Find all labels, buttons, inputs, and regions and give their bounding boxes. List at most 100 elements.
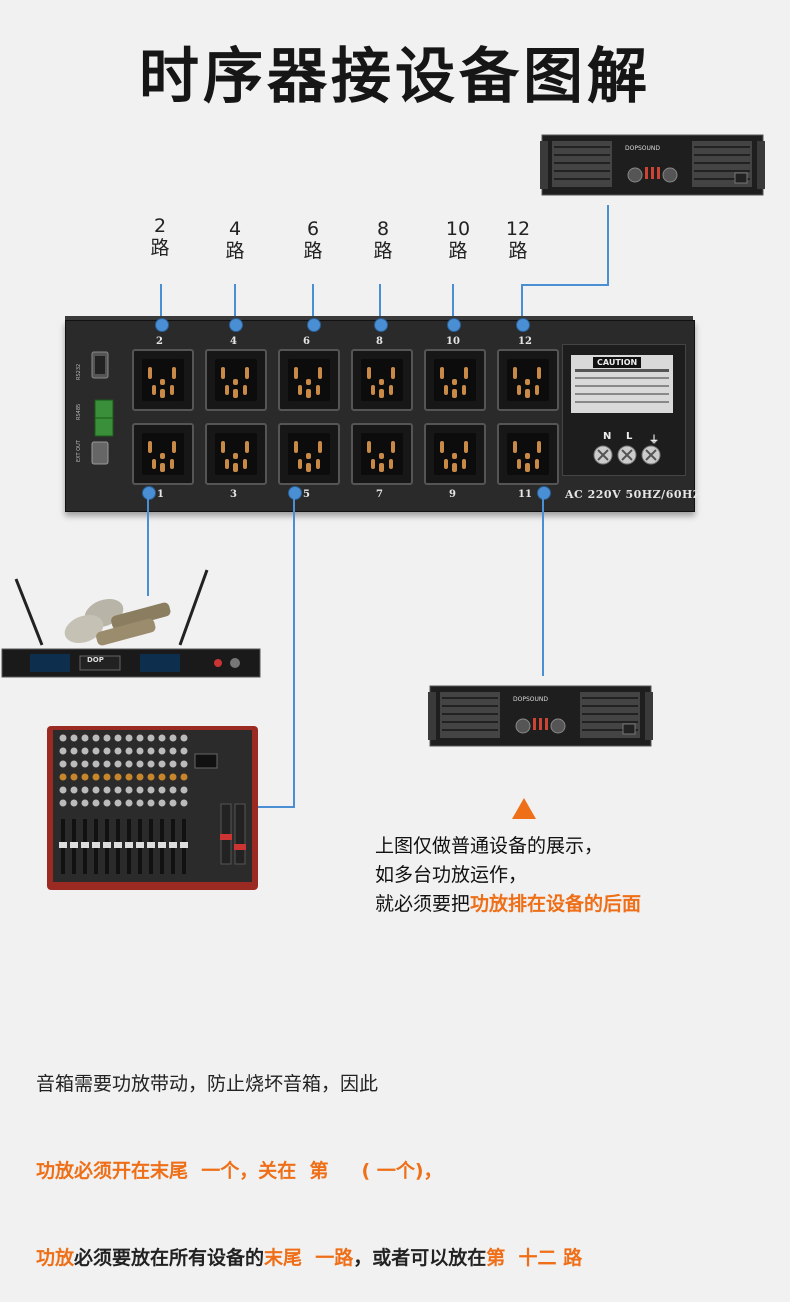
outlet-pin: [371, 459, 375, 469]
bottom-line-3: 功放必须要放在所有设备的末尾 一路，或者可以放在第 十二 路: [36, 1247, 583, 1269]
mixer-fader-handle: [158, 842, 166, 848]
outlet-socket: [351, 349, 413, 411]
outlet-pin: [367, 367, 371, 379]
mixer-fader-handle: [169, 842, 177, 848]
outlet-face: [215, 359, 257, 401]
amp-brand-top: DOPSOUND: [625, 145, 660, 152]
outlet-socket: [278, 349, 340, 411]
mixer-knob: [103, 747, 111, 755]
outlet-face: [288, 359, 330, 401]
outlet-socket: [132, 349, 194, 411]
mixer-knob: [92, 799, 100, 807]
outlet-pin: [525, 453, 530, 459]
mixer-knob: [70, 786, 78, 794]
outlet-pin: [221, 441, 225, 453]
mixer-knob: [147, 799, 155, 807]
mixer-fader-handle: [59, 842, 67, 848]
note-line-1: 上图仅做普通设备的展示，: [375, 835, 604, 857]
outlet-pin: [306, 379, 311, 385]
outlet-pin: [440, 367, 444, 379]
connector-ch11: [542, 496, 544, 676]
mixer-knob: [136, 734, 144, 742]
outlet-pin: [379, 463, 384, 472]
mixer-knob: [136, 799, 144, 807]
terminal-label-ground: ⏚: [649, 435, 659, 446]
panel-num-1: 1: [157, 489, 164, 500]
mixer-knob: [59, 760, 67, 768]
mixer-knob: [169, 734, 177, 742]
outlet-pin: [298, 385, 302, 395]
outlet-pin: [537, 441, 541, 453]
wireless-microphone-receiver: DOP: [0, 565, 265, 680]
panel-num-3: 3: [230, 489, 237, 500]
mixer-knob: [114, 799, 122, 807]
mixer-knob: [92, 734, 100, 742]
outlet-pin: [243, 459, 247, 469]
mic-brand: DOP: [87, 656, 104, 664]
outlet-face: [434, 359, 476, 401]
outlet-pin: [225, 459, 229, 469]
mixer-knob: [70, 799, 78, 807]
outlet-pin: [452, 453, 457, 459]
mixer-knob: [180, 773, 188, 781]
connection-dot-8: [374, 318, 388, 332]
connector-ch12-h: [521, 284, 609, 286]
mixer-knob: [114, 760, 122, 768]
mixer-fader-handle: [114, 842, 122, 848]
outlet-pin: [221, 367, 225, 379]
outlet-pin: [391, 441, 395, 453]
mixer-knob: [180, 760, 188, 768]
side-io-ports: RS232 RS485 EXT OUT: [70, 350, 120, 470]
mixer-knob: [158, 734, 166, 742]
mixer-knob: [59, 773, 67, 781]
outlet-pin: [170, 385, 174, 395]
panel-num-8: 8: [376, 336, 383, 347]
caution-label-area: CAUTION N L ⏚: [562, 344, 686, 476]
bottom-explanation: 音箱需要功放带动，防止烧坏音箱，因此 功放必须开在末尾 一个，关在 第 ( 一个…: [36, 1012, 582, 1302]
outlet-socket: [497, 349, 559, 411]
outlet-pin: [517, 385, 521, 395]
outlet-pin: [172, 441, 176, 453]
mixer-knob: [158, 773, 166, 781]
mixer-knob: [114, 734, 122, 742]
outlet-face: [142, 359, 184, 401]
outlet-pin: [160, 389, 165, 398]
mixer-knob: [169, 786, 177, 794]
connection-dot-2: [155, 318, 169, 332]
ac-voltage-label: AC 220V 50HZ/60HZ: [565, 488, 702, 501]
outlet-pin: [318, 367, 322, 379]
outlet-pin: [513, 441, 517, 453]
mixer-knob: [59, 747, 67, 755]
outlet-pin: [306, 463, 311, 472]
connection-dot-5: [288, 486, 302, 500]
mixer-knob: [114, 786, 122, 794]
mixer-knob: [81, 786, 89, 794]
outlet-pin: [462, 459, 466, 469]
outlet-pin: [452, 379, 457, 385]
outlet-pin: [233, 379, 238, 385]
mixer-fader-handle: [81, 842, 89, 848]
mixer-knob: [147, 773, 155, 781]
outlet-pin: [367, 441, 371, 453]
note-line-3: 就必须要把功放排在设备的后面: [375, 893, 642, 915]
connection-dot-10: [447, 318, 461, 332]
side-label-rs232: RS232: [76, 364, 82, 380]
outlet-pin: [306, 389, 311, 398]
mixer-fader-handle: [147, 842, 155, 848]
outlet-pin: [452, 389, 457, 398]
outlet-pin: [464, 367, 468, 379]
outlet-socket: [278, 423, 340, 485]
mixer-knob: [70, 773, 78, 781]
outlet-pin: [464, 441, 468, 453]
outlet-face: [361, 359, 403, 401]
mixer-knob: [81, 799, 89, 807]
outlet-pin: [379, 379, 384, 385]
outlet-pin: [152, 459, 156, 469]
outlet-pin: [440, 441, 444, 453]
connector-ch10: [452, 284, 454, 324]
mixer-knob: [169, 799, 177, 807]
